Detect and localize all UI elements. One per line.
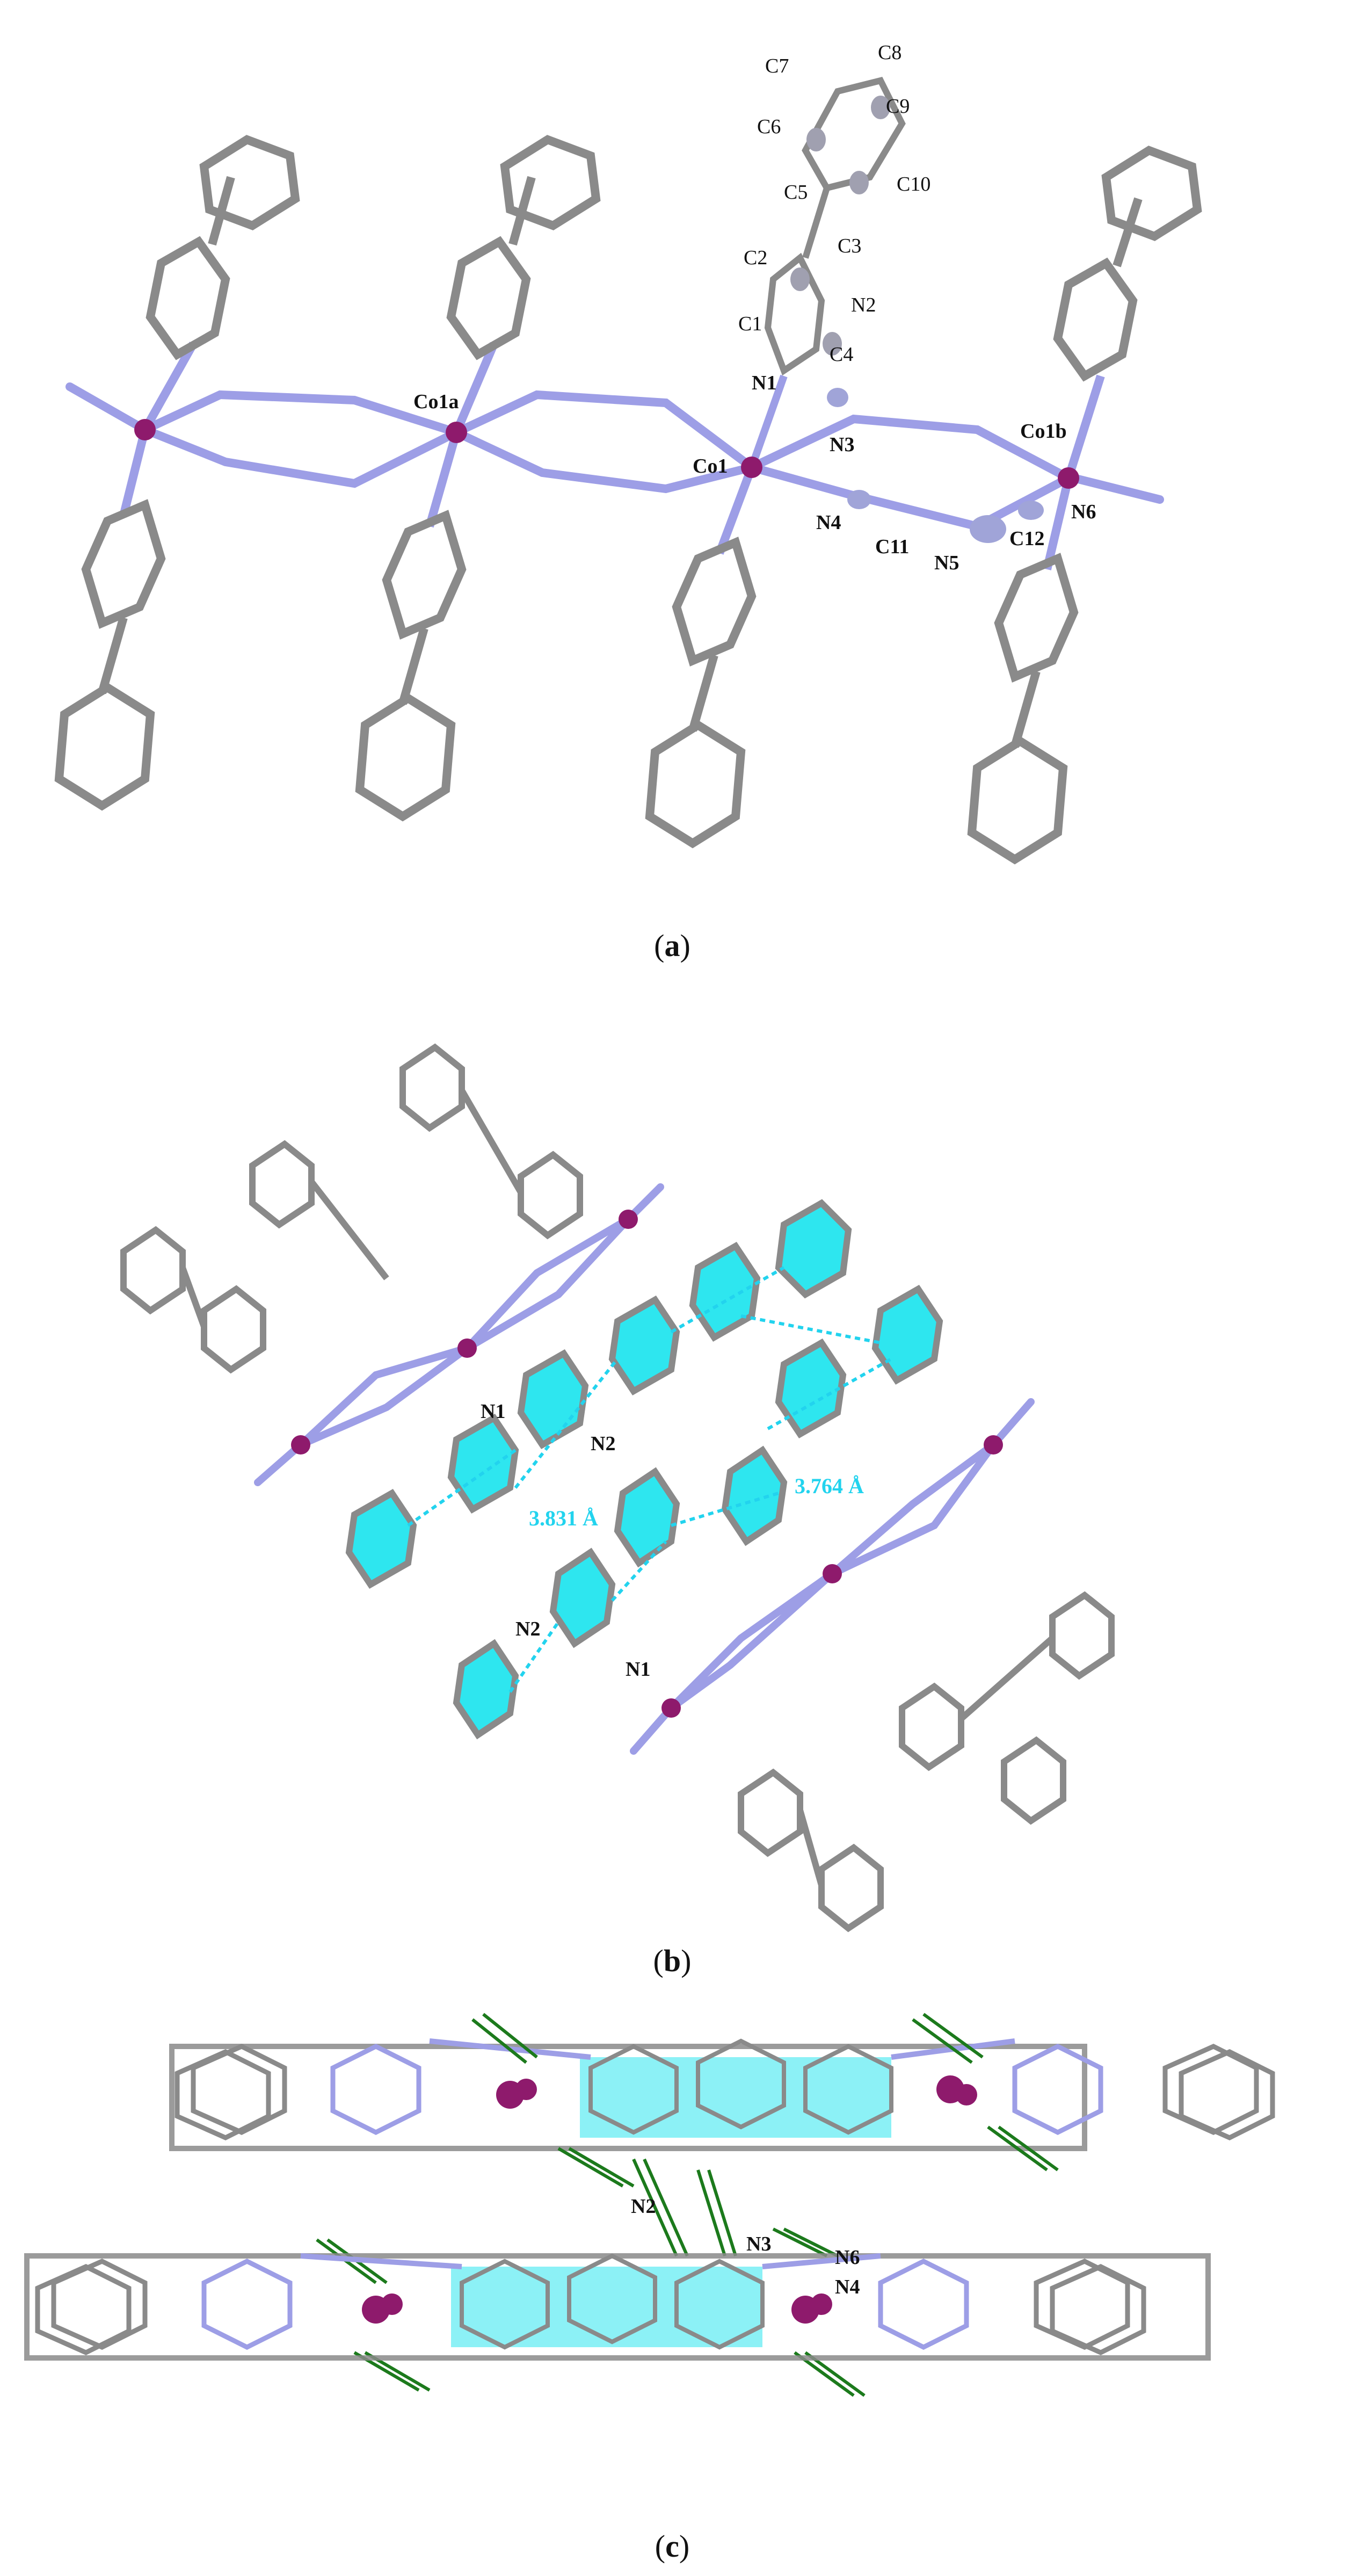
atom-label: C4	[830, 343, 853, 366]
pi-stacked-rings	[345, 1199, 943, 1740]
panel-b-labels: N1 N2 N2 N1 3.831 Å 3.764 Å	[481, 1400, 864, 1681]
lower-layer	[24, 2253, 1211, 2361]
atom-label: N2	[515, 1618, 540, 1640]
atom-label: C6	[757, 115, 781, 138]
ligand-up-3	[748, 77, 906, 469]
panel-c-labels: N2 N3 N6 N4	[631, 2195, 860, 2298]
atom-label: N3	[830, 433, 854, 456]
atom-label: N2	[631, 2195, 656, 2218]
atom-label: N1	[481, 1400, 505, 1423]
atom-label: N4	[835, 2276, 860, 2298]
ligand-up-4	[1053, 146, 1202, 480]
atom-label: C8	[878, 41, 901, 64]
ligand-down-3	[645, 466, 757, 849]
panel-c: N2 N3 N6 N4 (c)	[24, 2013, 1275, 2564]
atom-label: N1	[626, 1658, 650, 1681]
atom-label: N2	[591, 1432, 615, 1455]
atom-label: N4	[816, 511, 841, 534]
upper-layer	[169, 2038, 1275, 2151]
cobalt-centers-b	[291, 1210, 1003, 1718]
panel-a: C7 C8 C6 C9 C5 C10 C2 C3 C1 N2 C4 N1 N3 …	[54, 41, 1202, 963]
atom-label: Co1a	[413, 390, 459, 413]
distance-label: 3.764 Å	[795, 1474, 864, 1498]
cobalt-centers	[134, 419, 1079, 489]
ligand-down-1	[54, 429, 166, 811]
atom-label: N5	[934, 552, 959, 574]
atom-label: Co1	[693, 455, 728, 477]
atom-label: C3	[838, 235, 861, 257]
atom-label: C11	[875, 536, 909, 558]
atom-label: C9	[886, 95, 910, 118]
panel-a-labels: C7 C8 C6 C9 C5 C10 C2 C3 C1 N2 C4 N1 N3 …	[413, 41, 1096, 574]
atom-label: C10	[897, 173, 930, 196]
atom-label: C12	[1009, 527, 1044, 550]
atom-label: N6	[1071, 501, 1096, 523]
atom-label: N6	[835, 2246, 860, 2269]
atom-label: C1	[738, 313, 762, 335]
atom-label: N3	[746, 2233, 771, 2255]
panel-c-caption: (c)	[655, 2529, 689, 2564]
panel-b: N1 N2 N2 N1 3.831 Å 3.764 Å (b)	[120, 1043, 1115, 1978]
ligand-up-1	[141, 135, 300, 432]
atom-label: N1	[752, 372, 776, 394]
ligand-down-2	[355, 431, 467, 822]
atom-label: C7	[765, 55, 789, 77]
ligand-down-4	[967, 477, 1079, 865]
pi-stack-lines	[407, 1266, 892, 1693]
atom-label: Co1b	[1020, 420, 1067, 443]
ligand-up-2	[446, 135, 601, 435]
distance-label: 3.831 Å	[529, 1506, 598, 1530]
framework-links	[254, 1183, 1035, 1755]
atom-label: N2	[851, 294, 876, 316]
atom-label: C5	[784, 181, 808, 204]
chain-bridges	[66, 382, 1164, 531]
panel-a-caption: (a)	[654, 928, 690, 963]
outer-ligands	[120, 1043, 1115, 1933]
panel-b-caption: (b)	[653, 1943, 692, 1978]
thiocyanate-ellipsoids	[827, 388, 1044, 543]
atom-label: C2	[744, 247, 767, 269]
hydrogen-bonds	[316, 2013, 1059, 2397]
